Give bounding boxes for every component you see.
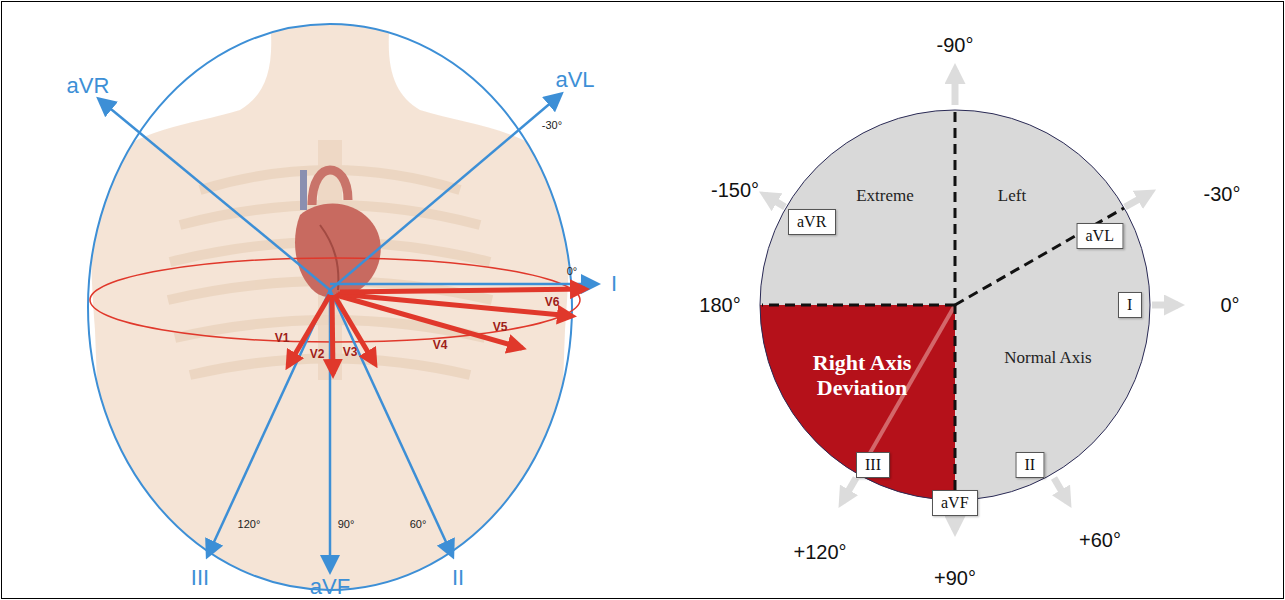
sector-label: Right Axis Deviation [802,350,922,401]
angle-label: 90° [338,518,355,530]
lead-name: II [1025,456,1036,473]
lead-label: aVF [310,574,350,600]
lead-name: aVL [1086,227,1114,244]
degree-label: -150° [711,179,759,202]
angle-label: 120° [238,518,261,530]
lead-label: II [452,565,464,591]
degree-label: 180° [699,294,740,317]
chest-lead-label: V1 [275,331,290,345]
chest-lead-arrows [288,289,585,374]
axis-wheel [760,70,1178,530]
chest-lead-label: V3 [343,345,358,359]
angle-label: -30° [542,119,562,131]
lead-name: III [865,456,881,473]
lead-name: aVF [941,494,969,511]
lead-label: aVL [555,67,594,93]
lead-label: aVR [67,73,110,99]
lead-box: II [1016,452,1045,478]
sector-label: Left [998,186,1026,206]
degree-label: -90° [937,34,974,57]
chest-lead-label: V4 [433,338,448,352]
chest-lead-label: V2 [310,347,325,361]
limb-lead-arrows [100,95,596,570]
chest-lead-label: V6 [545,295,560,309]
sector-label: Normal Axis [1003,348,1093,368]
lead-box: I [1118,292,1142,318]
lead-box: III [856,452,890,478]
angle-label: 60° [410,518,427,530]
degree-label: 0° [1220,294,1239,317]
degree-label: +120° [793,541,846,564]
heart [295,170,381,298]
lead-box: aVR [788,209,836,235]
degree-label: -30° [1204,183,1241,206]
angle-label: 0° [567,265,578,277]
limb-lead-circle [88,24,572,590]
degree-label: +90° [934,567,976,590]
lead-name: I [1127,296,1132,313]
degree-label: +60° [1079,529,1121,552]
sector-label: Extreme [856,186,914,206]
chest-lead-label: V5 [493,320,508,334]
lead-box: aVL [1077,223,1124,249]
lead-label: III [191,565,209,591]
lead-box: aVF [932,490,978,516]
lead-name: aVR [797,213,826,230]
lead-label: I [611,271,617,297]
